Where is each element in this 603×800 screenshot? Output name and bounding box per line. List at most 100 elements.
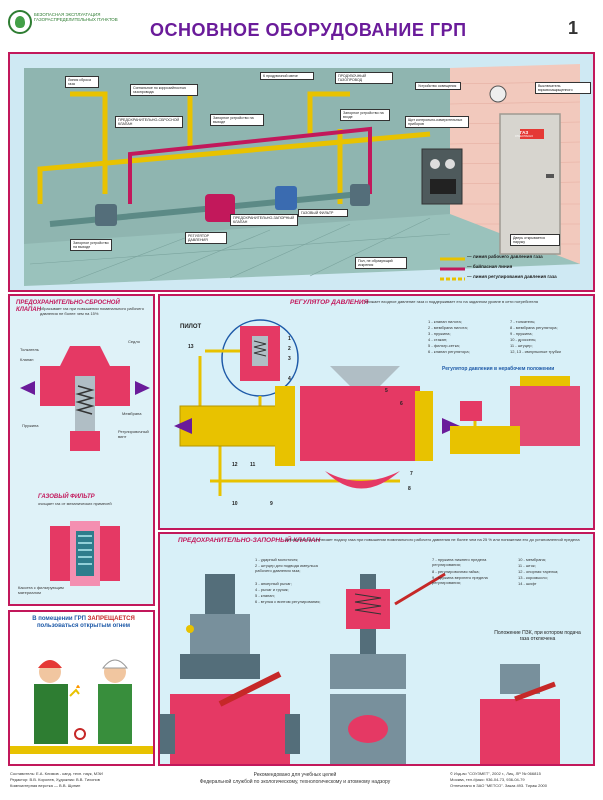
shutoff-legend-item: 5 - клапан; xyxy=(255,593,275,598)
gas-sign-text: ГАЗ xyxy=(519,130,529,135)
footer-right-1: © Изд-во "СОУЗМЕТ", 2002 г., Лиц. ЛР № 0… xyxy=(450,771,541,776)
relief-desc: сбрасывает газ при повышении номинальног… xyxy=(40,306,144,316)
label-heater: Устройство освещения xyxy=(415,82,461,90)
footer-left-2: Редактор: В.В. Королев, Художник: В.В. Т… xyxy=(10,777,100,782)
regulator-drawing xyxy=(174,319,580,496)
shutoff-legend-item: 14 - шифт xyxy=(518,581,537,586)
shutoff-legend-item: 3 - анкерный рычаг; xyxy=(255,581,292,586)
shutoff-legend-item: 2 - штуцер для подвода импульса рабочего… xyxy=(255,563,318,573)
relief-part-membrane: Мембрана xyxy=(122,411,142,416)
regulator-legend-item: 10 - дроссель; xyxy=(510,337,537,342)
relief-part-pusher: Толкатель xyxy=(20,347,39,352)
footer-left-3: Компьютерная верстка — В.В. Щипин xyxy=(10,783,81,788)
reg-num-1: 1 xyxy=(288,336,291,342)
shutoff-legend-item: 6 - втулка с винтом регулирования; xyxy=(255,599,321,604)
label-shutoff-valve: ПРЕДОХРАНИТЕЛЬНО-ЗАПОРНЫЙ КЛАПАН xyxy=(230,214,298,226)
reg-num-10: 10 xyxy=(232,501,238,507)
regulator-desc: снижает входное давление газа и поддержи… xyxy=(365,299,538,304)
footer-center-2: Федеральной службой по экологическому, т… xyxy=(199,779,391,785)
regulator-legend-item: 11 - штуцер; xyxy=(510,343,533,348)
relief-valve-drawing xyxy=(20,346,150,451)
reg-num-13: 13 xyxy=(188,344,194,350)
filter-caption: Кассета с фильтрующим материалом xyxy=(18,585,64,595)
relief-part-spring: Пружина xyxy=(22,423,39,428)
shutoff-legend-item: 12 - опорная тарелка; xyxy=(518,569,559,574)
grp-room-panel: Линия сброса газа Сигнальное по коррозий… xyxy=(8,52,595,292)
warning-text: В помещении ГРП ЗАПРЕЩАЕТСЯ пользоваться… xyxy=(16,616,151,630)
regulator-legend-item: 1 - клапан пилота; xyxy=(428,319,462,324)
page-title: ОСНОВНОЕ ОБОРУДОВАНИЕ ГРП xyxy=(150,20,467,40)
reg-num-5: 5 xyxy=(385,388,388,394)
page-number: 1 xyxy=(568,18,579,38)
label-safety-note: Сигнальное по коррозийностью газопровода xyxy=(130,84,198,96)
label-purge-line: Линия сброса газа xyxy=(65,76,99,88)
shutoff-legend-item: 4 - рычаг и грузик; xyxy=(255,587,289,592)
footer-center-1: Рекомендовано для учебных целей xyxy=(253,772,337,778)
regulator-title: РЕГУЛЯТОР ДАВЛЕНИЯ xyxy=(290,299,369,306)
label-inlet-valve: Запорное устройство на выходе xyxy=(210,114,264,126)
relief-part-screw: Регулировочный винт xyxy=(118,429,149,439)
label-door: Дверь открывается наружу xyxy=(510,234,560,246)
logo-text: БЕЗОПАСНАЯ ЭКСПЛУАТАЦИЯ ГАЗОРАСПРЕДЕЛИТЕ… xyxy=(34,12,118,22)
warning-line1: В помещении ГРП xyxy=(32,616,86,622)
reg-num-12: 12 xyxy=(232,462,238,468)
label-explosion-proof: Выключатель взрывозащищенного xyxy=(535,82,591,94)
label-outlet-device: Запорное устройство на выходе xyxy=(70,239,112,251)
reg-num-3: 3 xyxy=(288,356,291,362)
reg-num-6: 6 xyxy=(400,401,403,407)
shutoff-legend-item: 8 - регулировочная гайка; xyxy=(432,569,480,574)
label-chimney: К продувочной свече xyxy=(260,72,314,80)
footer-right-3: Отпечатано в ЗАО "МЕТСО". Заказ 493. Тир… xyxy=(450,783,547,788)
label-gas-filter: ГАЗОВЫЙ ФИЛЬТР xyxy=(298,209,348,217)
shutoff-desc: автоматически отключает подачу газа при … xyxy=(285,537,580,542)
label-outlet-valve: Запорное устройство на входе xyxy=(340,109,390,121)
regulator-subcaption: Регулятор давления в нерабочем положении xyxy=(442,366,555,372)
warning-panel: В помещении ГРП ЗАПРЕЩАЕТСЯ пользоваться… xyxy=(8,610,155,766)
workers-illustration xyxy=(10,659,153,754)
shutoff-position-caption: Положение ПЗК, при котором подача газа о… xyxy=(494,630,581,642)
gas-sign: ГАЗ ОГНЕОПАСНО xyxy=(512,130,536,140)
filter-desc: очищает газ от механических примесей xyxy=(38,501,112,506)
shutoff-legend-item: 11 - шток; xyxy=(518,563,536,568)
pilot-label: ПИЛОТ xyxy=(180,324,202,330)
logo-icon xyxy=(8,10,32,34)
header: БЕЗОПАСНАЯ ЭКСПЛУАТАЦИЯ ГАЗОРАСПРЕДЕЛИТЕ… xyxy=(0,0,603,50)
shutoff-valve-panel: ПРЕДОХРАНИТЕЛЬНО-ЗАПОРНЫЙ КЛАПАН автомат… xyxy=(158,532,595,766)
regulator-legend-item: 9 - пружина; xyxy=(510,331,533,336)
relief-part-valve: Клапан xyxy=(20,357,34,362)
relief-valve-panel: ПРЕДОХРАНИТЕЛЬНО-СБРОСНОЙ КЛАПАН сбрасыв… xyxy=(8,294,155,606)
reg-num-4: 4 xyxy=(288,376,291,382)
regulator-legend-item: 12, 13 - импульсные трубки xyxy=(510,349,561,354)
footer: Составитель: Е.А. Климов - канд. техн. н… xyxy=(0,770,603,800)
warning-line1-red: ЗАПРЕЩАЕТСЯ xyxy=(87,616,135,622)
regulator-legend-item: 4 - стакан; xyxy=(428,337,448,342)
reg-num-11: 11 xyxy=(250,462,256,468)
regulator-legend: 1 - клапан пилота; 2 - мембрана пилота; … xyxy=(428,319,588,380)
legend-item-working: — линия рабочего давления газа xyxy=(467,254,543,259)
shutoff-legend-item: 7 - пружина нижнего предела регулировани… xyxy=(432,557,487,567)
regulator-legend-item: 3 - пружина; xyxy=(428,331,451,336)
label-relief-valve: ПРЕДОХРАНИТЕЛЬНО-СБРОСНОЙ КЛАПАН xyxy=(115,116,183,128)
legend-item-regulating: — линия регулирования давления газа xyxy=(467,274,557,279)
label-regulator: РЕГУЛЯТОР ДАВЛЕНИЯ xyxy=(185,232,227,244)
gas-sign-sub: ОГНЕОПАСНО xyxy=(514,135,534,138)
reg-num-7: 7 xyxy=(410,471,413,477)
reg-num-9: 9 xyxy=(270,501,273,507)
relief-part-seat: Седло xyxy=(128,339,140,344)
regulator-legend-item: 6 - клапан регулятора; xyxy=(428,349,470,354)
regulator-legend-item: 5 - фильтр-сетка; xyxy=(428,343,460,348)
regulator-legend-item: 2 - мембрана пилота; xyxy=(428,325,468,330)
footer-left-1: Составитель: Е.А. Климов - канд. техн. н… xyxy=(10,771,103,776)
reg-num-2: 2 xyxy=(288,346,291,352)
footer-right-2: Москва, тел./факс: 936-04-73, 936-04-79 xyxy=(450,777,525,782)
shutoff-legend-right: 7 - пружина нижнего предела регулировани… xyxy=(432,557,592,628)
warning-line2: пользоваться открытым огнем xyxy=(36,623,131,629)
shutoff-legend-item: 9 - пружина верхнего предела регулирован… xyxy=(432,575,488,585)
legend-item-bypass: — байпасная линия xyxy=(467,264,513,269)
shutoff-legend-item: 10 - мембрана; xyxy=(518,557,546,562)
relief-title: ПРЕДОХРАНИТЕЛЬНО-СБРОСНОЙ xyxy=(16,300,120,306)
regulator-legend-item: 7 - толкатель; xyxy=(510,319,536,324)
regulator-legend-item: 8 - мембрана регулятора; xyxy=(510,325,558,330)
shutoff-legend-item: 13 - коромысло; xyxy=(518,575,548,580)
regulator-panel: РЕГУЛЯТОР ДАВЛЕНИЯ снижает входное давле… xyxy=(158,294,595,530)
